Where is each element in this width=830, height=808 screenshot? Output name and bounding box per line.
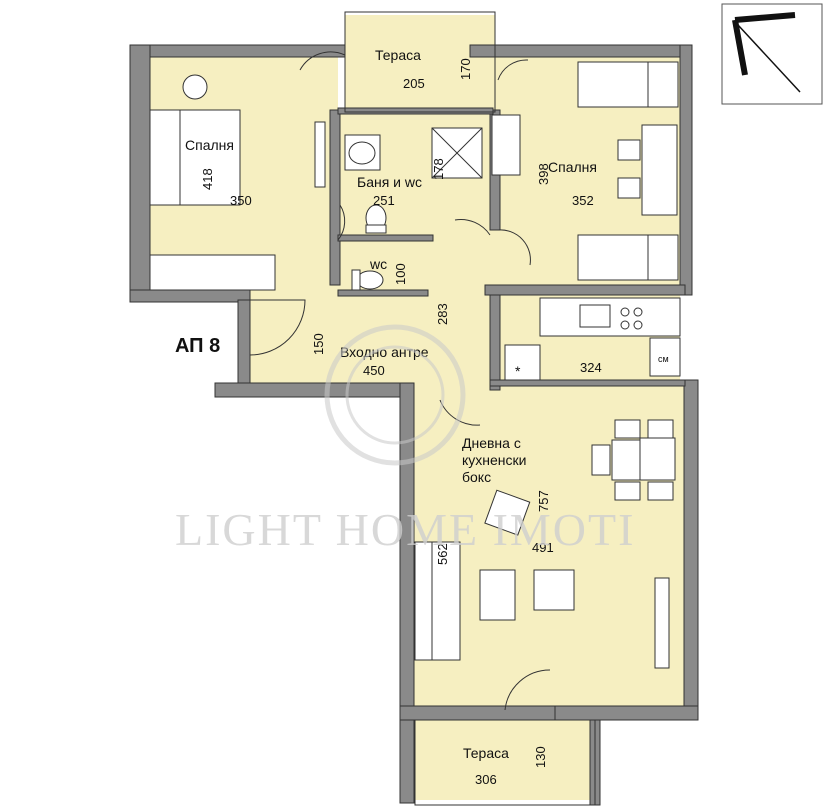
compass-north-arrow-icon [721,3,823,105]
living-depth: 562 [435,543,450,565]
bed-icon [149,109,241,206]
terrace-bottom-name: Тераса [463,745,509,761]
terrace-top-outline [344,11,496,113]
sink-icon [344,134,381,171]
washing-machine [491,114,521,176]
bathroom-name: Баня и wc [357,174,422,190]
bedroom-right-name: Спалня [548,159,597,175]
bedroom-left-width: 350 [230,193,252,208]
kitchen-width: 324 [580,360,602,375]
living-height: 757 [536,490,551,512]
living-width: 491 [532,540,554,555]
desk [641,124,678,216]
stove-icon [620,307,630,317]
nightstand-lamp-icon [182,74,208,100]
wc-name: wc [369,256,387,272]
hall-depth: 283 [435,303,450,325]
terrace-bottom-outline [414,719,596,806]
wardrobe [149,254,276,291]
living-name-line-2: кухненски [462,452,526,468]
fridge [504,344,541,381]
wc-height: 100 [393,263,408,285]
shower-icon [431,127,483,179]
terrace-top-height: 170 [458,58,473,80]
watermark-text: LIGHT HOME IMOTI [175,504,635,555]
watermark-logo [324,324,466,466]
sink-icon [579,304,611,328]
terrace-top-name: Тераса [375,47,421,63]
hall-height: 150 [311,333,326,355]
coffee-table [479,569,516,621]
wc-toilet-icon [351,269,384,291]
bedroom-right-width: 352 [572,193,594,208]
bed-icon-right-top [577,61,679,108]
desk-chair [617,139,641,161]
bedroom-left-height: 418 [200,168,215,190]
bedroom-right-height: 398 [536,163,551,185]
kitchen-counter [539,297,681,377]
kitchen-appliance-label: см [658,354,669,364]
apartment-label: АП 8 [175,335,220,357]
armchair-icon [533,569,575,611]
terrace-bottom-width: 306 [475,772,497,787]
bathroom-height: 178 [431,158,446,180]
tv-stand [654,577,670,669]
living-name-line-1: Дневна с [462,435,521,451]
tv-icon [314,121,326,188]
terrace-bottom-height: 130 [533,746,548,768]
toilet-icon [365,204,387,234]
sofa [414,541,461,661]
bedroom-left-name: Спалня [185,137,234,153]
hall-width: 450 [363,363,385,378]
living-name-line-3: бокс [462,469,491,485]
desk-chair-2 [617,177,641,199]
dining-table-icon [591,419,676,501]
kitchen-fridge-mark: * [515,363,521,379]
bathroom-width: 251 [373,193,395,208]
armchair-rotated [484,489,531,536]
bed-icon-right-bottom [577,234,679,281]
terrace-top-width: 205 [403,76,425,91]
walls [129,44,699,806]
